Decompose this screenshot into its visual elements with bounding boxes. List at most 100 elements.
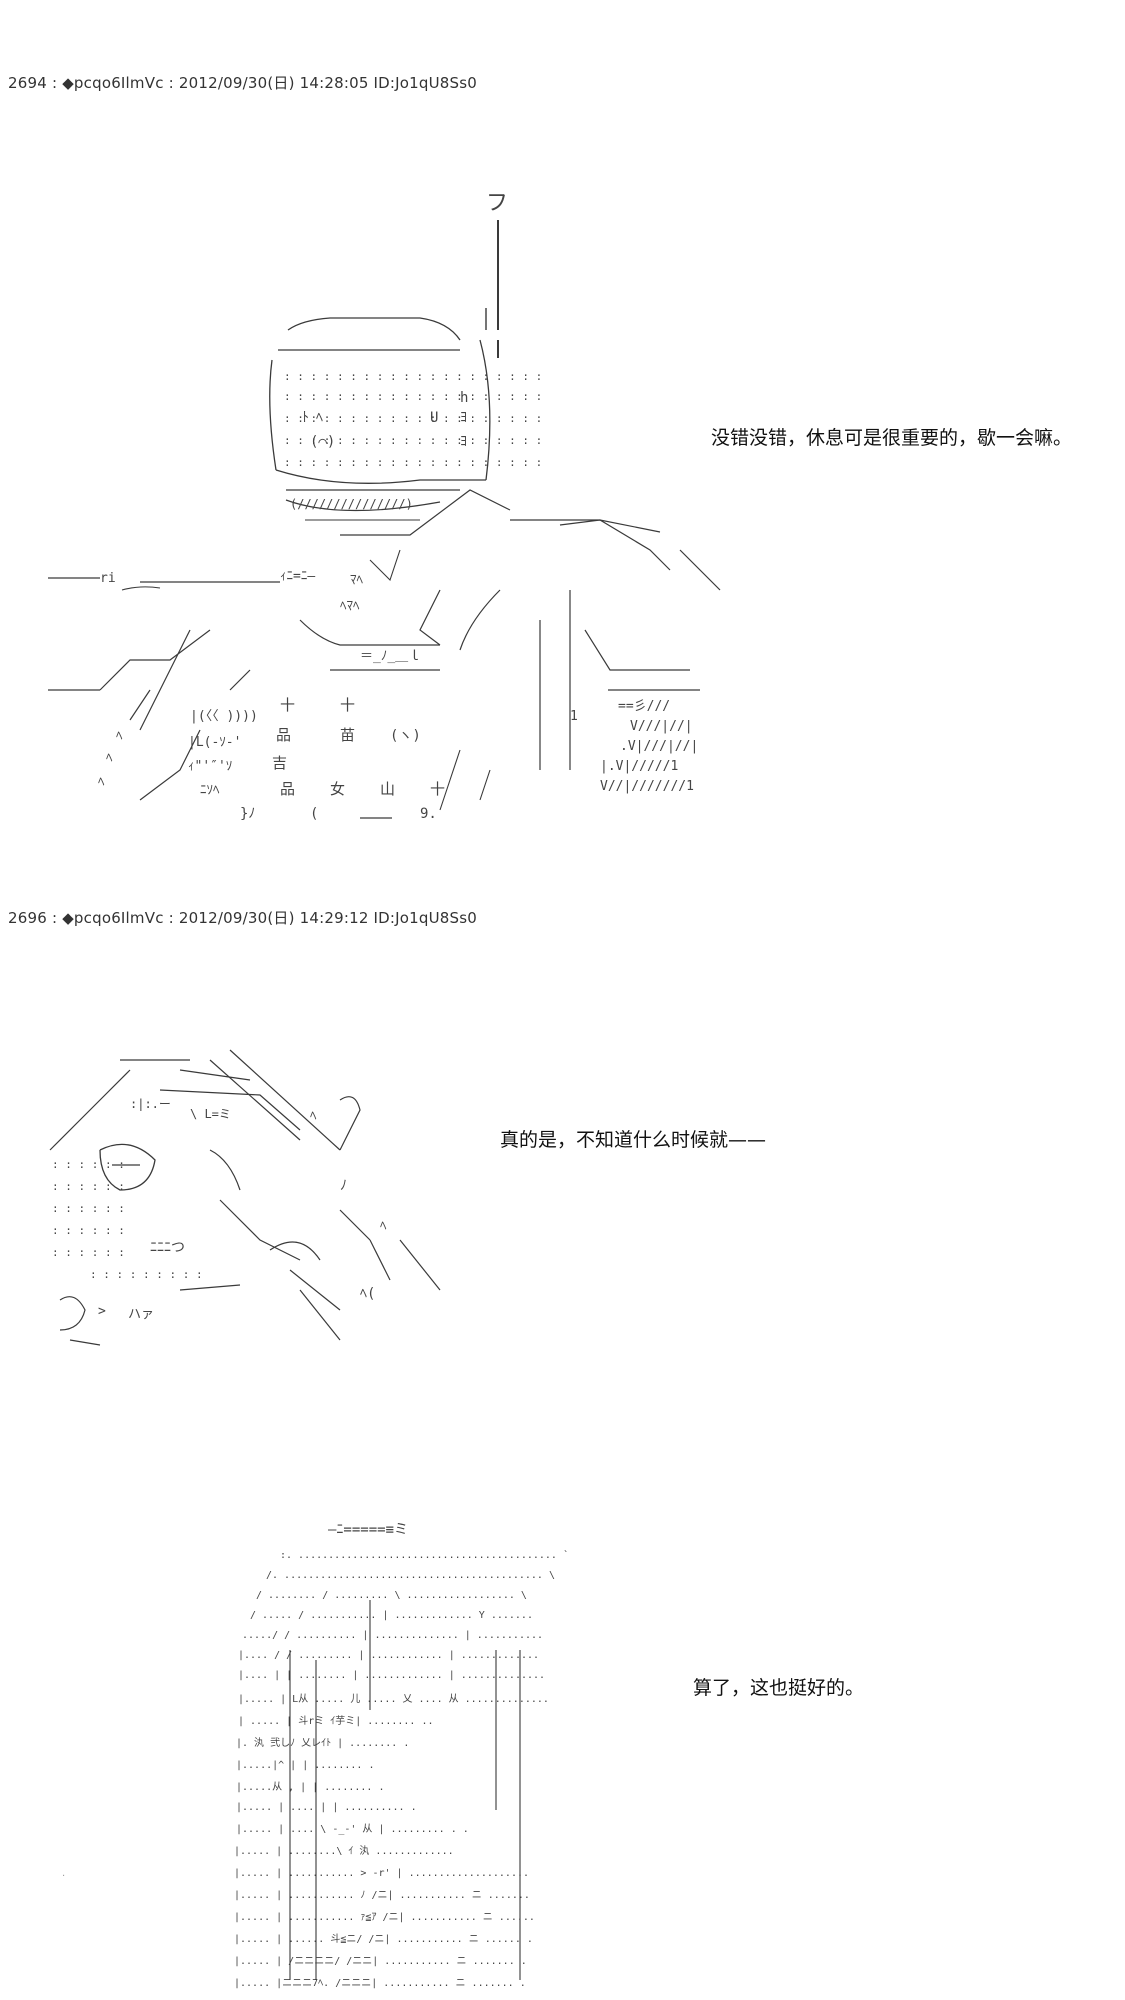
post-separator: :	[51, 74, 58, 92]
post-author: ◆pcqo6IlmVc	[62, 74, 164, 92]
svg-text:|..... | ........... ｧ≦ｱ /ニ|: |..... | ........... ｧ≦ｱ /ニ| ...........…	[234, 1912, 535, 1923]
svg-text:: : : : : : : : : : : : : : :: : : : : : : : : : : : : : : : : : : : :	[284, 370, 542, 383]
svg-text:: : : : : :: : : : : : :	[52, 1202, 125, 1215]
svg-text:...../ / .......... | ........: ...../ / .......... | .............. | .…	[242, 1630, 543, 1641]
svg-text::|:.ー: :|:.ー	[130, 1097, 171, 1111]
svg-text:|.... / / ......... | ........: |.... / / ......... | ............ | ...…	[238, 1650, 539, 1661]
post-id: ID:Jo1qU8Ss0	[373, 74, 478, 92]
svg-text:: : : : : : : : : : : : : : :: : : : : : : : : : : : : : : : : : : : :	[284, 390, 542, 403]
ascii-art-figure-one: : : : : : : : : : : : : : : : : : : : : …	[48, 191, 721, 822]
svg-text:9.: 9.	[420, 806, 437, 822]
post-header-2696: 2696 : ◆pcqo6IlmVc : 2012/09/30(日) 14:29…	[8, 907, 477, 928]
post-time: 14:29:12	[299, 909, 369, 927]
svg-text:(: (	[310, 806, 318, 822]
svg-text:十: 十	[280, 696, 295, 714]
svg-text:|..... | L从 ..... 儿 ..... 乂 ..: |..... | L从 ..... 儿 ..... 乂 .... 从 .....…	[238, 1693, 549, 1705]
svg-text:.V|///|//|: .V|///|//|	[620, 739, 698, 754]
shading-dots: :. .....................................…	[234, 1549, 569, 1989]
svg-text:: : : : : : : : : : : : : : :: : : : : : : : : : : : : : : : : : : : :	[284, 412, 542, 425]
svg-text:==彡///: ==彡///	[618, 699, 670, 714]
dialogue-line: 算了，这也挺好的。	[693, 1677, 865, 1699]
svg-text:十: 十	[430, 780, 445, 798]
svg-text:|.V|/////1: |.V|/////1	[600, 759, 678, 774]
svg-text:h: h	[460, 390, 468, 406]
svg-text:|..... | ........... ﾉ /ニ| .: |..... | ........... ﾉ /ニ| ........... ニ…	[234, 1890, 530, 1901]
svg-text:|. 汍 弐しﾉ 乂レｲﾄ: |. 汍 弐しﾉ 乂レｲﾄ | ........ .	[236, 1736, 409, 1749]
svg-text:: : : : : :: : : : : : :	[52, 1224, 125, 1237]
svg-text:ﾆｿﾍ: ﾆｿﾍ	[200, 783, 220, 798]
svg-text:: : : : : : : : : : : : : : :: : : : : : : : : : : : : : : : : : : : :	[284, 456, 542, 469]
svg-text:ハァ: ハァ	[128, 1307, 154, 1322]
svg-text:: : : : : : : : :: : : : : : : : : :	[90, 1268, 203, 1281]
post-header-2694: 2694 : ◆pcqo6IlmVc : 2012/09/30(日) 14:28…	[8, 72, 477, 93]
svg-text:ﾖ: ﾖ	[460, 434, 467, 450]
post-number: 2696	[8, 909, 47, 927]
svg-text:ｨﾆ=ﾆ—: ｨﾆ=ﾆ—	[280, 569, 315, 584]
svg-text:| ..... | 斗rミ: | ..... | 斗rミ ｲ芋ミ| ........ ..	[238, 1715, 434, 1727]
svg-text:ﾏﾍ: ﾏﾍ	[350, 573, 364, 588]
post-number: 2694	[8, 74, 47, 92]
svg-text:: : : : : :: : : : : : :	[52, 1158, 125, 1171]
svg-text:ﾆﾆﾆつ: ﾆﾆﾆつ	[150, 1240, 185, 1256]
ascii-art-figure-three: —ﾆ=====≡ミ :. ...........................…	[234, 1522, 569, 1989]
svg-text:—ﾆ=====≡ミ: —ﾆ=====≡ミ	[328, 1522, 408, 1538]
svg-text:＝_ﾉ_＿ｌ: ＝_ﾉ_＿ｌ	[360, 649, 421, 664]
svg-text:ﾍ: ﾍ	[380, 1219, 387, 1234]
post-separator: :	[51, 909, 58, 927]
svg-text:: : : : : : : : : : : : : : :: : : : : : : : : : : : : : : : : : : : :	[284, 434, 542, 447]
svg-text:|L(-ｿ-': |L(-ｿ-'	[188, 735, 241, 750]
svg-text:|..... | ........... > -r': |..... | ........... > -r' | ...........…	[234, 1868, 529, 1879]
svg-text:|..... |ニニニ7ﾍ. /ニニニ| .........: |..... |ニニニ7ﾍ. /ニニニ| ........... ニ .....…	[234, 1978, 526, 1989]
svg-text:ﾍ: ﾍ	[116, 729, 123, 744]
svg-text:(///////////////): (///////////////)	[290, 497, 413, 511]
svg-text:|..... | /ニニニニ/ /ニニ| .........: |..... | /ニニニニ/ /ニニ| ........... ニ .....…	[234, 1956, 527, 1967]
svg-text:品: 品	[280, 780, 295, 798]
ascii-art-figure-two: ﾍ :|:.ー \ L=ミ : : : : : : : : : : : : : …	[49, 1049, 441, 1346]
post-separator: :	[168, 909, 174, 927]
svg-text:V///|//|: V///|//|	[630, 719, 693, 734]
svg-text:フ: フ	[486, 191, 508, 216]
post-author: ◆pcqo6IlmVc	[62, 909, 164, 927]
svg-text:ﾄ: ﾄ	[302, 410, 309, 426]
svg-text:ﾉ: ﾉ	[340, 1178, 347, 1194]
svg-text:ﾍ: ﾍ	[310, 1109, 317, 1124]
svg-text:1: 1	[570, 709, 578, 724]
post-separator: :	[168, 74, 174, 92]
svg-text:|..... | ...... 斗≦ニ/ /ニ| .....: |..... | ...... 斗≦ニ/ /ニ| ........... ニ .…	[234, 1933, 533, 1945]
svg-text:|..... | ....: |..... | .... | | .......... .	[236, 1802, 417, 1813]
svg-text:十: 十	[340, 696, 355, 714]
svg-text:: : : : : :: : : : : : :	[52, 1180, 125, 1193]
svg-text:/. ...........................: /. .....................................…	[266, 1570, 555, 1581]
svg-text:ﾍ(: ﾍ(	[360, 1286, 375, 1302]
dialogue-line: 没错没错，休息可是很重要的，歇一会嘛。	[711, 427, 1073, 449]
svg-text:}ﾉ: }ﾉ	[240, 806, 255, 822]
svg-text:|.... | | ........ | .........: |.... | | ........ | ............. | ...…	[238, 1670, 545, 1681]
svg-text:/ ........ / ......... \ .....: / ........ / ......... \ ...............…	[256, 1590, 527, 1601]
svg-text:|..... | ........\: |..... | ........\ ｲ 汍 .............	[234, 1844, 454, 1857]
svg-text:女: 女	[330, 780, 345, 798]
svg-text:/ ..... / ........... | ......: / ..... / ........... | ............. Y …	[250, 1610, 533, 1621]
svg-text:苗: 苗	[340, 726, 355, 744]
svg-text:ri: ri	[100, 571, 116, 586]
post-id: ID:Jo1qU8Ss0	[373, 909, 478, 927]
svg-text:山: 山	[380, 780, 395, 798]
svg-text:(ヽ): (ヽ)	[390, 728, 421, 744]
svg-text:: : : : : :: : : : : : :	[52, 1246, 125, 1259]
svg-text:ﾍ: ﾍ	[316, 410, 323, 426]
svg-text:ﾍ: ﾍ	[106, 751, 113, 766]
post-date: 2012/09/30(日)	[178, 74, 295, 92]
svg-text:ﾖ: ﾖ	[460, 410, 467, 426]
svg-text:|..... | .... \ -_-': |..... | .... \ -_-' 从 | ......... . .	[236, 1824, 469, 1835]
svg-text::. ...........................: :. .....................................…	[280, 1549, 569, 1561]
svg-text:V//|///////1: V//|///////1	[600, 779, 694, 794]
svg-text:|.....从 ,: |.....从 , | | ........ .	[236, 1782, 384, 1793]
svg-text:ﾍ: ﾍ	[98, 775, 105, 790]
svg-text:\ L=ミ: \ L=ミ	[190, 1107, 231, 1121]
svg-text:U: U	[430, 410, 438, 426]
svg-text:|.....|^: |.....|^ | | ........ .	[236, 1760, 374, 1771]
svg-text:品: 品	[276, 726, 291, 744]
svg-text:吉: 吉	[272, 754, 287, 772]
post-time: 14:28:05	[299, 74, 369, 92]
svg-text:ｨ"'″'ｿ: ｨ"'″'ｿ	[188, 759, 232, 774]
